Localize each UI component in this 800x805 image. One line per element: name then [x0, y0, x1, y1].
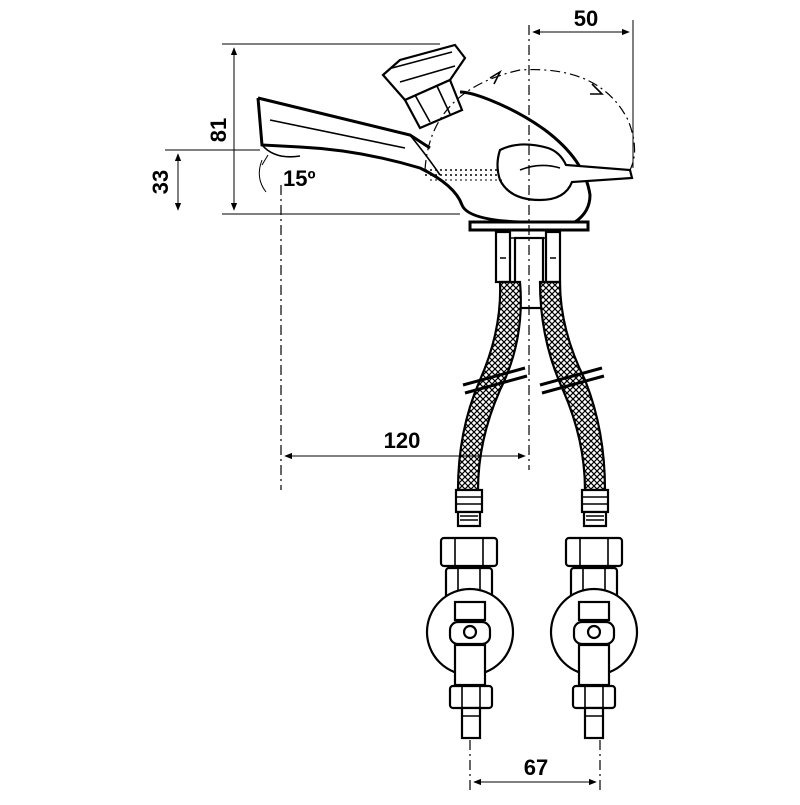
lever-handle: [496, 143, 634, 202]
dimension-height-spout: 33: [148, 149, 260, 211]
inlet-spacing-label: 67: [524, 755, 548, 780]
lever-reach-label: 50: [574, 6, 598, 31]
dimension-projection: 120: [284, 428, 526, 460]
dimension-inlet-spacing: 67: [473, 755, 597, 786]
break-mark-left: [462, 366, 528, 395]
angle-valve-left: [425, 488, 515, 740]
dimension-height-total: 81: [206, 43, 460, 215]
dimension-lever-reach: 50: [532, 6, 634, 168]
break-mark-right: [539, 366, 605, 395]
height-total-label: 81: [206, 118, 231, 142]
push-button: [381, 43, 467, 130]
dimension-angle: 15º: [258, 154, 316, 193]
angle-valve-right: [549, 488, 639, 740]
projection-label: 120: [384, 428, 421, 453]
height-spout-label: 33: [148, 170, 173, 194]
angle-label: 15º: [283, 166, 316, 191]
faucet-body: [256, 90, 592, 232]
